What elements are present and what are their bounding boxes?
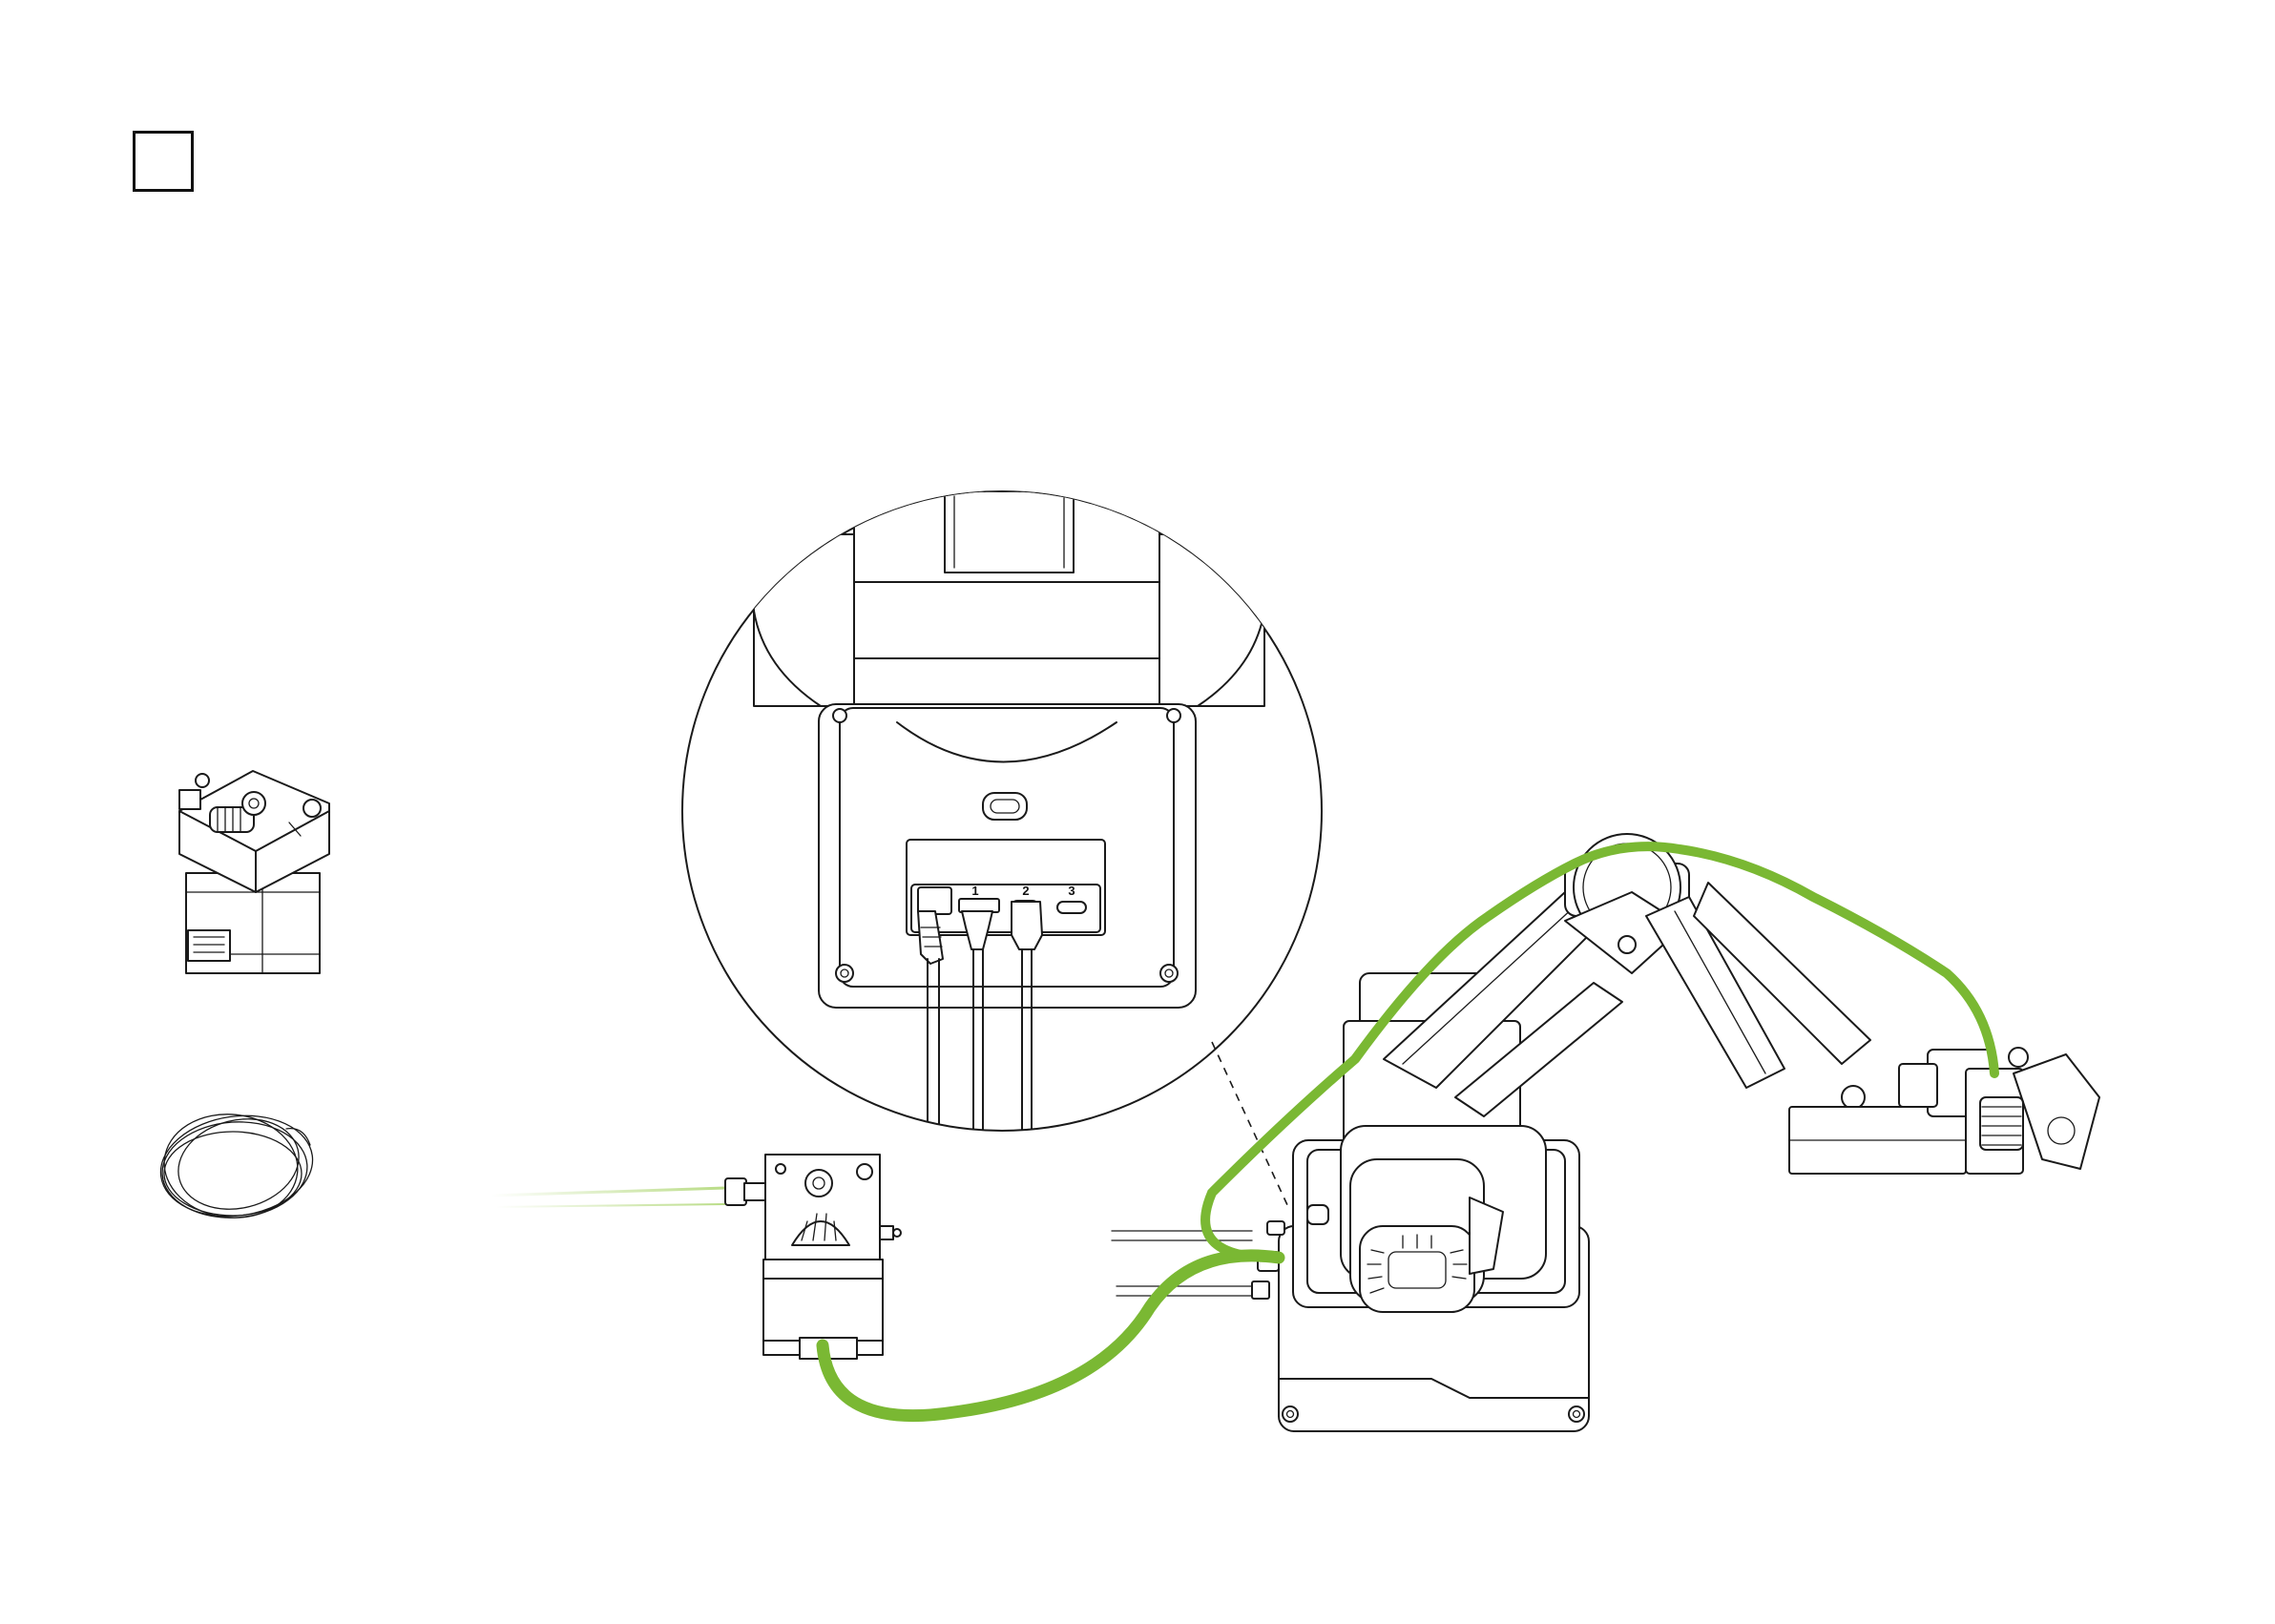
- ptfe-tube-coil: [155, 1106, 320, 1225]
- port-label-1: 1: [971, 884, 978, 898]
- port-label-2: 2: [1022, 884, 1029, 898]
- extruder-motor-part: [179, 771, 329, 973]
- port-label-3: 3: [1068, 884, 1075, 898]
- extruder-assembly: [491, 1155, 901, 1359]
- extruder-cable: [823, 1256, 1279, 1416]
